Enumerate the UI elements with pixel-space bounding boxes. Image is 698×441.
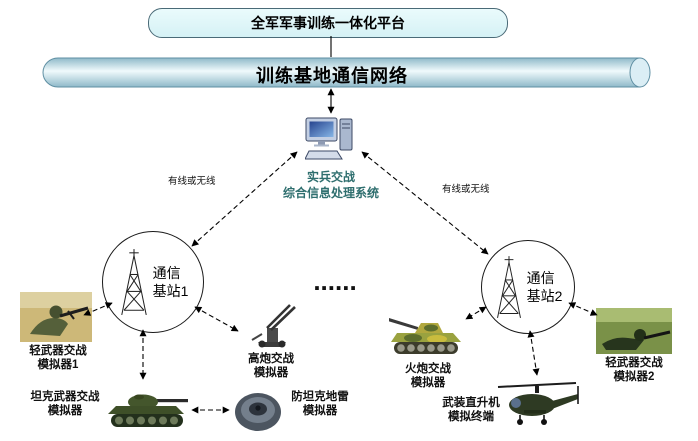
processing-system-label: 实兵交战 综合信息处理系统 — [255, 170, 407, 201]
platform-box: 全军军事训练一体化平台 — [148, 8, 508, 38]
label-light-weapons-2: 轻武器交战 模拟器2 — [605, 357, 663, 384]
label-aa-gun: 高炮交战 模拟器 — [248, 353, 294, 380]
label-tank-weapons: 坦克武器交战 模拟器 — [30, 391, 100, 418]
artillery-icon — [389, 318, 461, 354]
link-bs2-artillery — [465, 306, 487, 320]
tank-icon — [108, 394, 188, 427]
antenna-tower-icon — [120, 249, 147, 316]
network-pipe — [42, 57, 655, 88]
label-artillery: 火炮交战 模拟器 — [405, 363, 451, 390]
soldier-icon — [20, 292, 92, 342]
antenna-tower-icon — [496, 256, 521, 318]
aa-gun-simulator-image — [238, 300, 304, 348]
computer-icon — [304, 117, 353, 160]
aa-gun-icon — [251, 304, 296, 348]
tank-simulator-image — [103, 383, 189, 431]
pipe-graphic — [42, 57, 651, 88]
artillery-simulator-image — [385, 308, 467, 358]
base-station-2-line2: 基站2 — [526, 288, 563, 304]
base-station-2-label: 通信 基站2 — [527, 269, 563, 305]
label-helicopter: 武装直升机 模拟终端 — [442, 397, 500, 424]
base-station-1: 通信 基站1 — [102, 231, 204, 333]
network-pipe-label: 训练基地通信网络 — [256, 66, 408, 86]
link-bs2-soldier2 — [568, 302, 598, 316]
link-label-left: 有线或无线 — [168, 176, 216, 187]
link-bs2-helicopter — [527, 330, 540, 376]
base-station-1-line1: 通信 — [152, 264, 181, 281]
link-bs1-aagun — [194, 306, 239, 332]
base-station-1-line2: 基站1 — [152, 283, 189, 299]
ellipsis: ...... — [313, 266, 357, 296]
processing-system-label-line2: 综合信息处理系统 — [282, 185, 379, 200]
label-light-weapons-1: 轻武器交战 模拟器1 — [29, 345, 87, 372]
light-weapons-simulator-1-image — [20, 292, 92, 342]
at-mine-simulator-image — [233, 388, 283, 434]
helicopter-terminal-image — [494, 378, 580, 436]
processing-system-label-line1: 实兵交战 — [306, 170, 355, 184]
mine-icon — [235, 393, 281, 431]
link-computer-bs2 — [361, 151, 489, 255]
base-station-2-line1: 通信 — [526, 269, 555, 286]
base-station-2: 通信 基站2 — [481, 240, 575, 334]
platform-title: 全军军事训练一体化平台 — [251, 15, 405, 31]
processing-system-icon — [304, 116, 355, 162]
label-at-mine: 防坦克地雷 模拟器 — [291, 391, 349, 418]
helicopter-icon — [497, 382, 579, 425]
soldier-icon — [596, 308, 672, 354]
light-weapons-simulator-2-image — [596, 308, 672, 354]
link-label-right: 有线或无线 — [442, 184, 490, 195]
base-station-1-label: 通信 基站1 — [153, 264, 189, 300]
